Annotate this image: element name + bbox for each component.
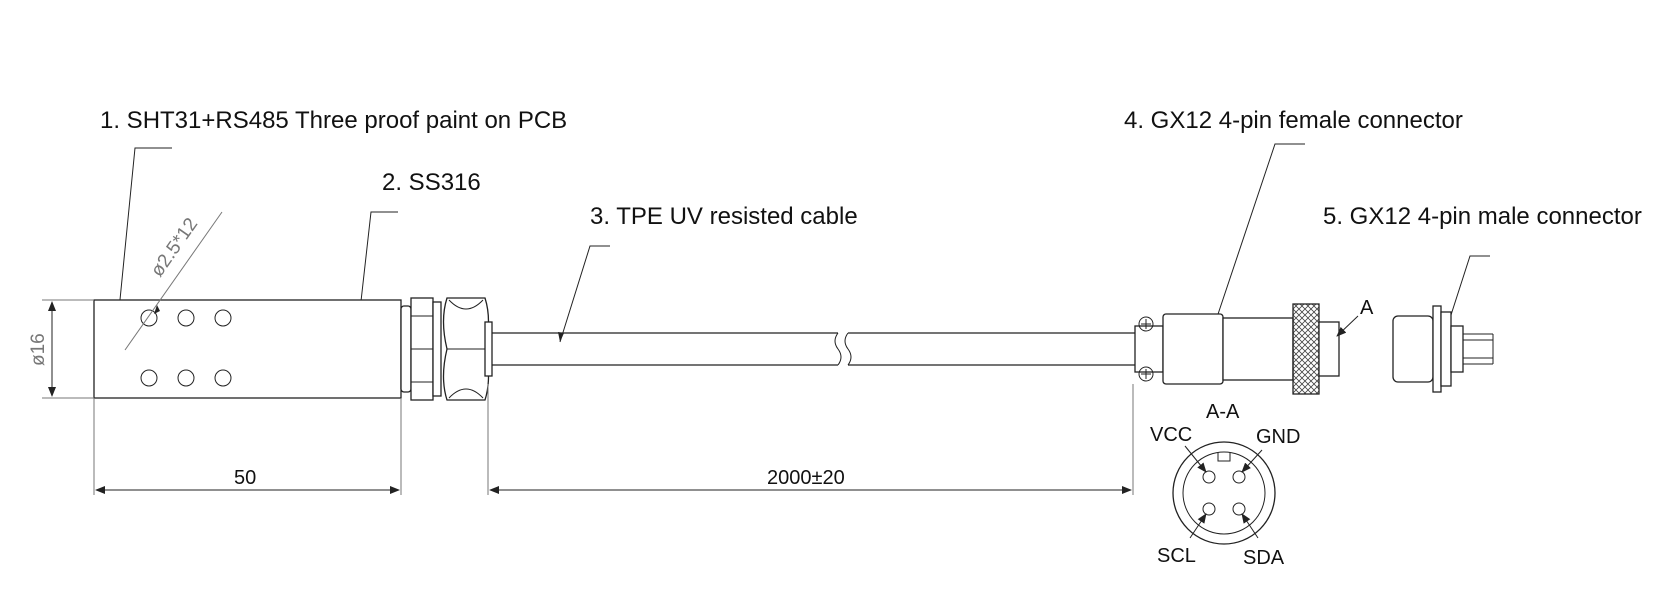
cable (492, 332, 1135, 366)
male-connector (1392, 305, 1494, 393)
vent-hole (140, 309, 158, 327)
diameter-label: ø16 (28, 333, 49, 366)
callout-male-connector: 5. GX12 4-pin male connector (1323, 203, 1642, 230)
section-view: A-A VCC GND SCL SDA (1150, 401, 1300, 569)
pin-vcc (1202, 470, 1216, 484)
vent-hole (214, 369, 232, 387)
callout-female-connector: 4. GX12 4-pin female connector (1124, 107, 1463, 134)
hole-dimension-label: ø2.5*12 (147, 214, 202, 281)
section-marker: A (1336, 297, 1374, 337)
cable-gland (400, 297, 493, 401)
pin-label-vcc: VCC (1150, 424, 1192, 446)
vent-hole (177, 309, 195, 327)
pin-gnd (1232, 470, 1246, 484)
callout-ss316: 2. SS316 (382, 169, 481, 196)
length-dimensions: 50 2000±20 (93, 384, 1134, 495)
female-connector (1134, 303, 1340, 395)
section-marker-label: A (1360, 297, 1374, 319)
callout-pcb: 1. SHT31+RS485 Three proof paint on PCB (100, 107, 567, 134)
pin-scl (1202, 502, 1216, 516)
diameter-dimension: ø16 (28, 299, 94, 399)
cable-length-label: 2000±20 (767, 467, 845, 489)
vent-hole (177, 369, 195, 387)
pin-label-gnd: GND (1256, 426, 1300, 448)
knurled-nut (1292, 303, 1320, 395)
pin-label-scl: SCL (1157, 545, 1196, 567)
probe-tube (93, 299, 402, 399)
callout-cable: 3. TPE UV resisted cable (590, 203, 858, 230)
section-title: A-A (1206, 401, 1240, 423)
probe-length-label: 50 (234, 467, 256, 489)
vent-hole (214, 309, 232, 327)
pin-label-sda: SDA (1243, 547, 1285, 569)
vent-hole (140, 369, 158, 387)
pin-sda (1232, 502, 1246, 516)
